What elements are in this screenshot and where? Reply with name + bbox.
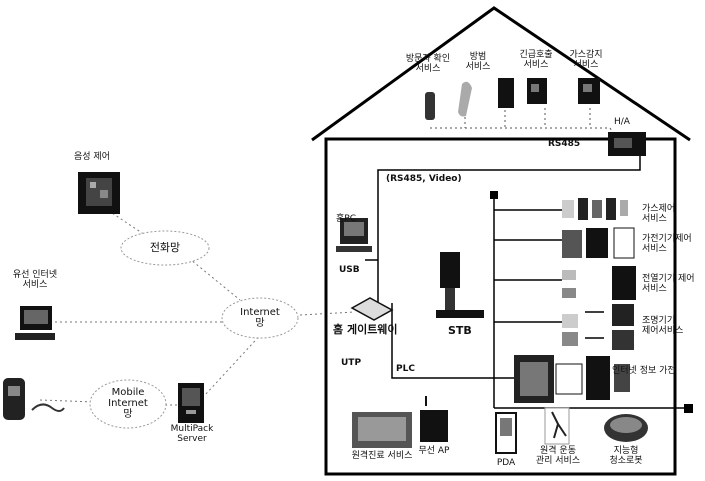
visitor-check-service-label: 방문자 확인 서비스	[398, 54, 458, 74]
internet-cloud-label: Internet 망	[232, 307, 288, 329]
link-phone-internet	[185, 255, 240, 300]
voice-phone-device	[78, 172, 120, 214]
gas-detection-service-label: 가스감지 서비스	[560, 50, 612, 70]
appliance-control-devices	[562, 228, 634, 258]
cleaning-robot-device	[604, 414, 648, 442]
ha-label: H/A	[614, 117, 630, 127]
phone-network-label: 전화망	[130, 242, 200, 253]
home-pc-label: 홈PC	[336, 214, 356, 224]
bus-label: (RS485, Video)	[386, 174, 462, 184]
emergency-button-device	[498, 78, 514, 108]
pda-label: PDA	[490, 458, 522, 468]
home-gateway-label: 홈 게이트웨이	[333, 324, 398, 336]
gas-control-devices	[562, 198, 628, 220]
stb-label: STB	[448, 325, 472, 337]
telemedicine-device	[352, 412, 412, 448]
exercise-device	[545, 408, 569, 444]
remote-exercise-service-label: 원격 운동 관리 서비스	[528, 446, 588, 466]
wireless-ap-device	[420, 396, 448, 442]
plc-label: PLC	[396, 364, 415, 374]
visitor-camera-device	[425, 92, 435, 120]
multipack-server-device	[178, 383, 204, 423]
lighting-control-devices	[562, 304, 634, 350]
voice-control-label: 음성 제어	[74, 152, 110, 162]
stb-device	[436, 252, 484, 318]
utp-label: UTP	[341, 358, 361, 368]
gas-control-service-label: 가스제어 서비스	[642, 204, 675, 224]
link-handset-mobile	[40, 400, 95, 402]
internet-appliance-label: 인터넷 정보 가전	[612, 366, 676, 376]
mobile-internet-label: Mobile Internet 망	[96, 387, 160, 420]
home-gateway-device	[352, 298, 392, 320]
telemedicine-service-label: 원격진료 서비스	[340, 451, 424, 461]
wired-internet-service-label: 유선 인터넷 서비스	[5, 270, 65, 290]
outlet-node	[684, 404, 693, 413]
security-service-label: 방범 서비스	[458, 52, 498, 72]
rs485-label: RS485	[548, 139, 580, 149]
cleaning-robot-label: 지능형 청소로봇	[602, 446, 650, 466]
heater-control-service-label: 전열기기 제어 서비스	[642, 274, 695, 294]
internet-appliance-devices	[514, 355, 630, 403]
lighting-control-service-label: 조명기기 제어서비스	[642, 316, 683, 336]
wired-pc-device	[15, 306, 55, 340]
wireless-ap-label: 무선 AP	[414, 446, 454, 456]
pda-device	[496, 413, 516, 453]
mobile-handset-device	[3, 378, 64, 420]
security-sensor-device	[458, 82, 472, 117]
link-internet-server	[205, 330, 265, 395]
usb-label: USB	[339, 265, 360, 275]
heater-control-devices	[562, 266, 636, 300]
emergency-call-service-label: 긴급호출 서비스	[512, 50, 560, 70]
appliance-control-service-label: 가전기기제어 서비스	[642, 234, 692, 254]
multipack-server-label: MultiPack Server	[168, 424, 216, 444]
house-roof	[312, 8, 690, 140]
